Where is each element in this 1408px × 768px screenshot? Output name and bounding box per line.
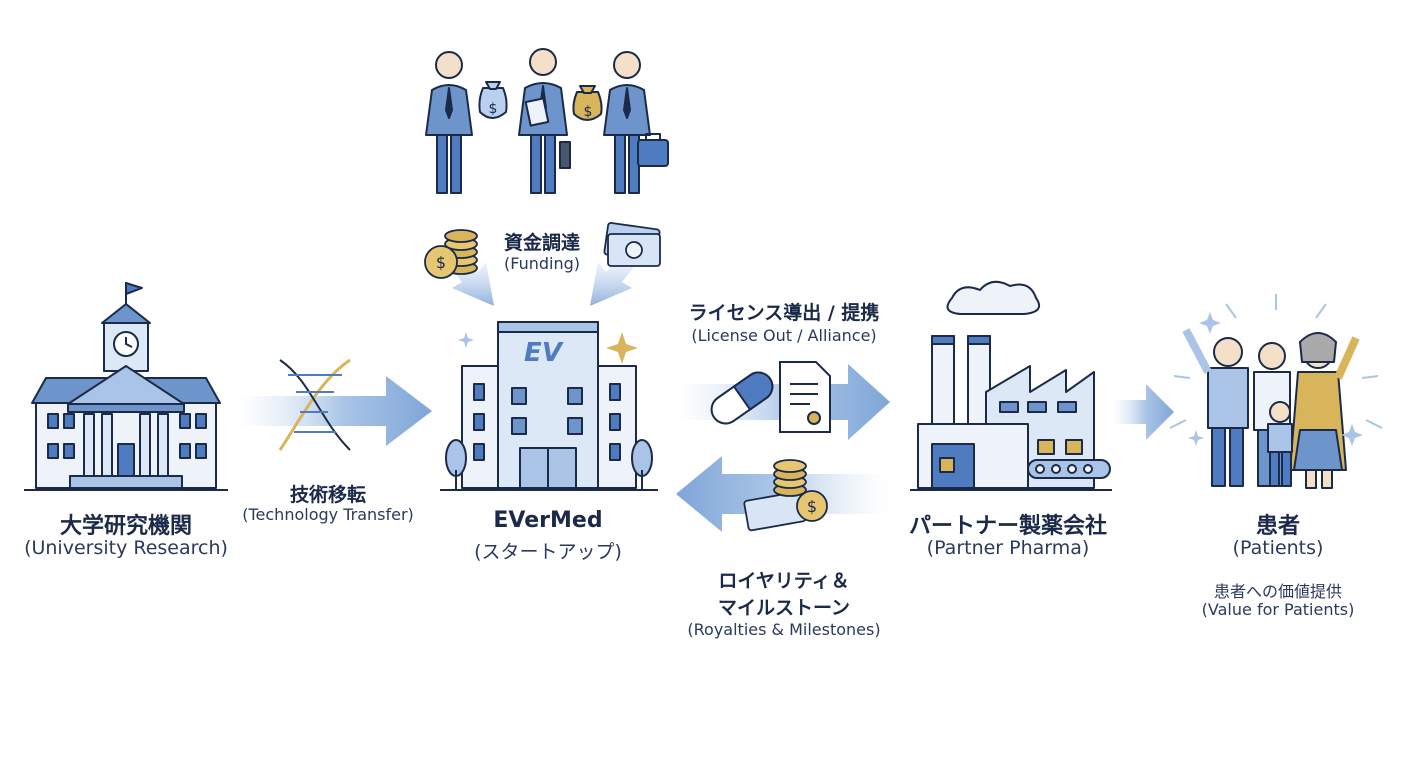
partner-title: パートナー製薬会社	[908, 514, 1108, 539]
patients-note-en: (Value for Patients)	[1201, 600, 1355, 619]
university-title: 大学研究機関	[59, 514, 193, 539]
license-subtitle: (License Out / Alliance)	[691, 326, 877, 345]
partner-subtitle: (Partner Pharma)	[926, 537, 1090, 559]
patients-sparkle-icon	[1188, 312, 1363, 446]
pharma-factory-icon	[910, 280, 1112, 491]
tech-transfer-arrow	[236, 376, 432, 446]
dna-icon	[278, 358, 351, 451]
university-subtitle: (University Research)	[24, 537, 228, 559]
coin-stack-icon: $	[424, 229, 478, 279]
evermed-building-icon	[440, 321, 658, 491]
patients-subtitle: (Patients)	[1232, 537, 1324, 559]
capsule-icon	[710, 371, 774, 425]
royalties-title-line2: マイルストーン	[717, 597, 851, 619]
tech-transfer-subtitle: (Technology Transfer)	[242, 505, 414, 524]
tech-transfer-title: 技術移転	[289, 484, 367, 506]
patients-note-jp: 患者への価値提供	[1213, 582, 1343, 601]
patients-title: 患者	[1255, 514, 1301, 539]
funding-title: 資金調達	[503, 232, 581, 254]
banknote-icon	[603, 222, 661, 267]
evermed-logo: EV	[524, 338, 562, 368]
to-patients-arrow	[1112, 384, 1174, 440]
funding-subtitle: (Funding)	[504, 254, 580, 273]
university-building-icon	[24, 282, 228, 491]
svg-text:$: $	[489, 101, 498, 117]
license-title: ライセンス導出 / 提携	[688, 302, 880, 324]
sparkle-icon	[606, 332, 638, 364]
svg-text:$: $	[436, 253, 446, 272]
royalty-money-icon: $	[743, 459, 828, 532]
royalties-title-line1: ロイヤリティ＆	[718, 570, 850, 592]
sparkle-small-icon	[458, 332, 474, 348]
svg-text:$: $	[807, 497, 817, 516]
svg-text:$: $	[584, 104, 593, 120]
patients-family-icon	[1182, 328, 1360, 489]
startup-subtitle: (スタートアップ)	[474, 541, 622, 563]
investors-icon: $ $	[425, 48, 669, 194]
contract-document-icon	[779, 361, 831, 433]
startup-title: EVerMed	[493, 508, 603, 533]
royalties-subtitle: (Royalties & Milestones)	[687, 620, 881, 639]
joy-rays-icon	[1169, 294, 1383, 429]
